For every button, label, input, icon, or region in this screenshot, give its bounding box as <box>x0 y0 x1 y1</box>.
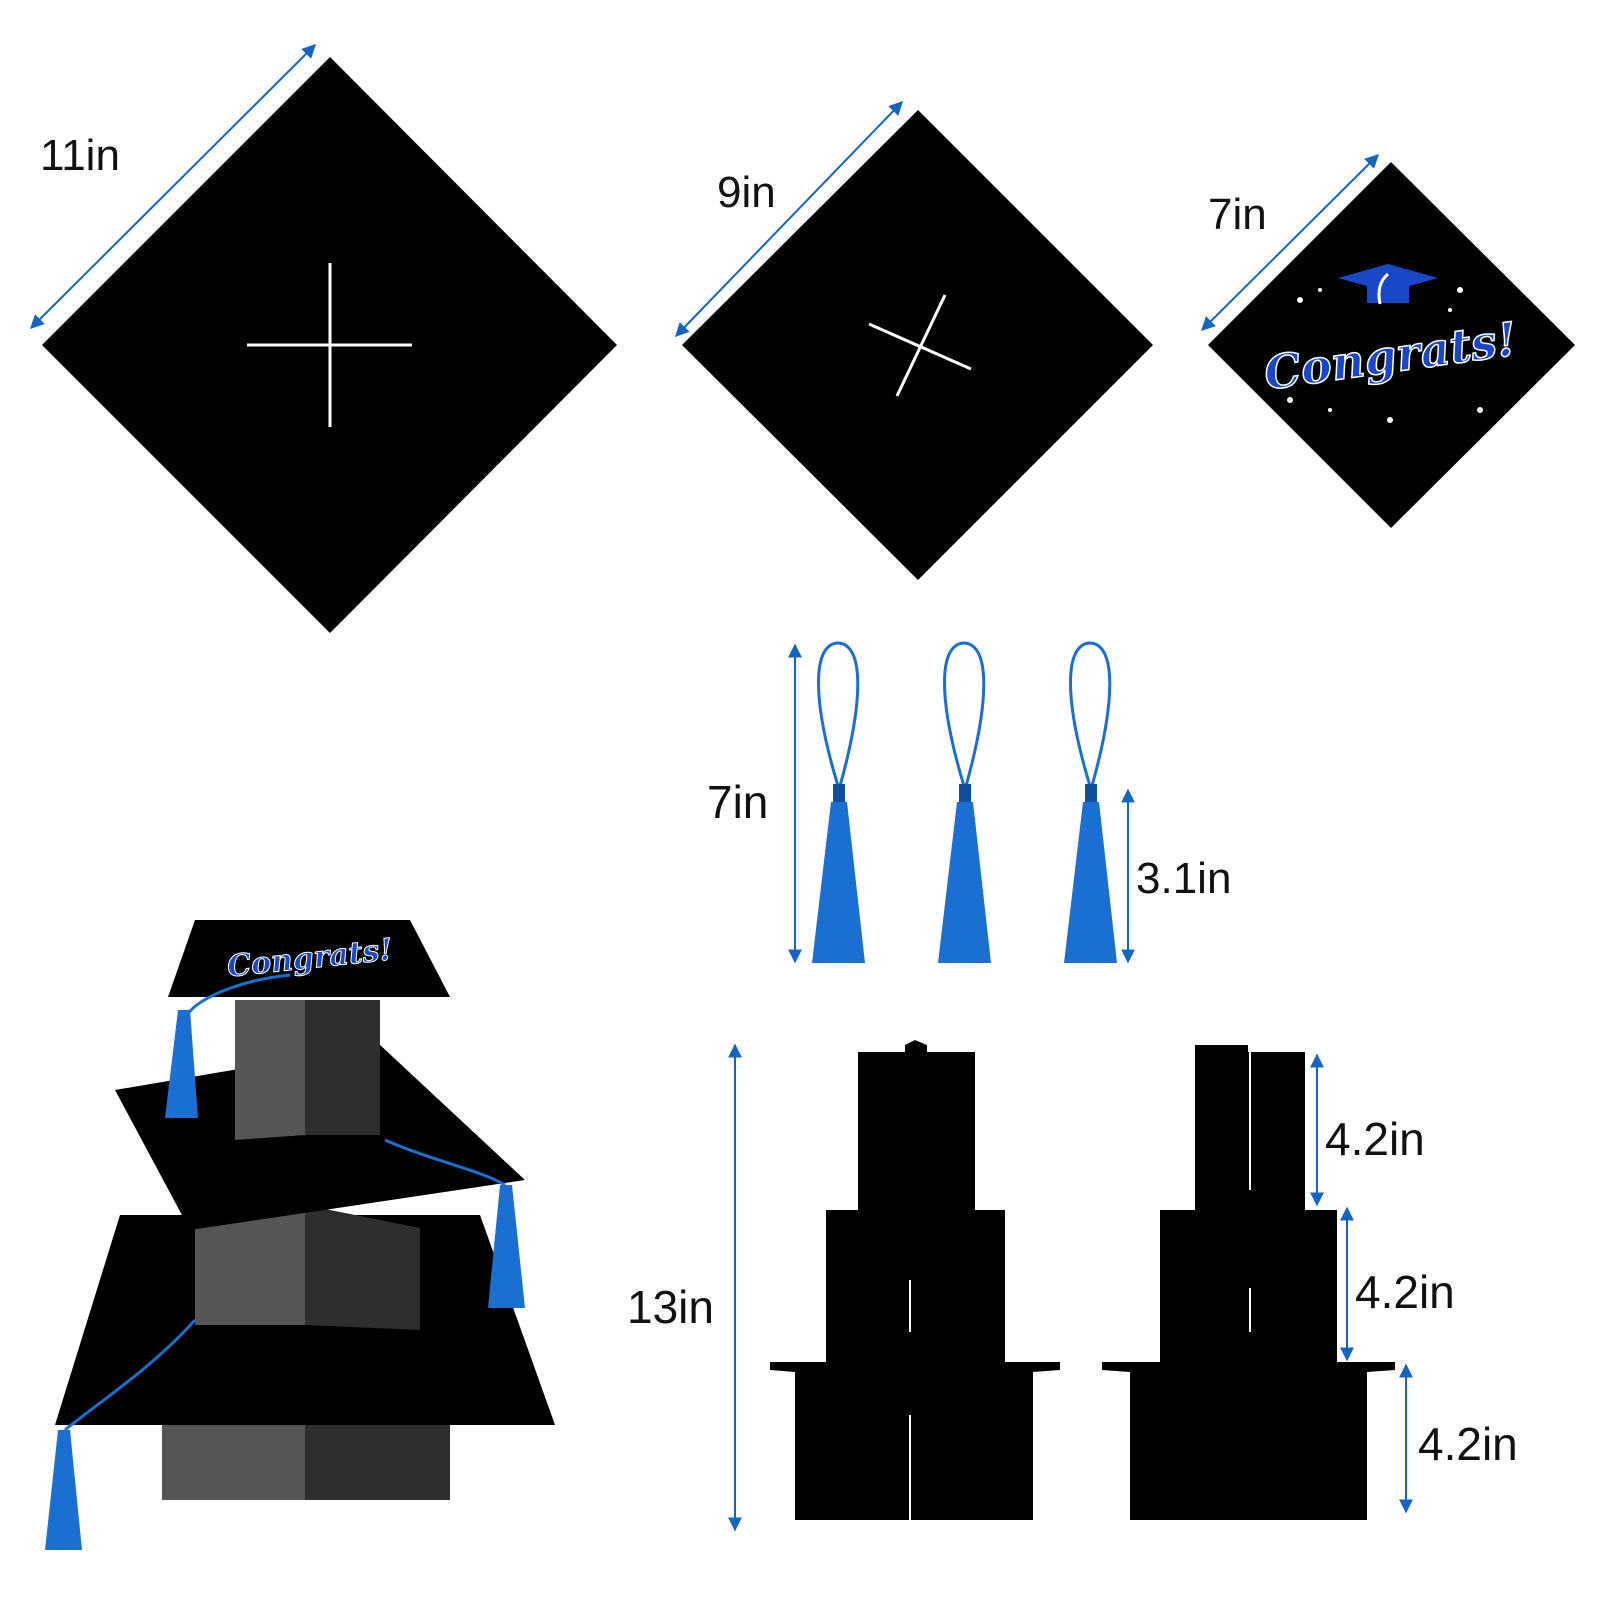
support-panel-right <box>1102 1040 1395 1520</box>
tassel-2 <box>938 641 991 963</box>
tassel-3 <box>1064 641 1117 963</box>
medium-board-dimension-arrow <box>675 100 903 338</box>
large-board <box>42 57 617 633</box>
assembled-stand: Congrats! <box>45 920 555 1550</box>
tier-1-label: 4.2in <box>1325 1113 1425 1165</box>
support-height-label: 13in <box>627 1281 714 1333</box>
plus-slot-mark <box>247 263 412 427</box>
large-board-dimension-arrow <box>30 44 316 329</box>
support-panel-left <box>770 1040 1060 1520</box>
small-board-dimension-arrow <box>1201 154 1379 331</box>
tier-3-label: 4.2in <box>1418 1418 1518 1470</box>
stand-tassel-middle <box>488 1185 525 1308</box>
tassel-total-length-label: 7in <box>707 776 768 828</box>
stand-tassel-bottom <box>45 1430 82 1550</box>
tassel-1 <box>812 641 865 963</box>
tassel-length-label: 3.1in <box>1136 854 1231 903</box>
small-board-size-label: 7in <box>1208 190 1267 239</box>
medium-board-size-label: 9in <box>717 168 776 217</box>
stand-tassel-top <box>165 1010 198 1118</box>
tier-2-label: 4.2in <box>1355 1266 1455 1318</box>
large-board-size-label: 11in <box>40 131 120 180</box>
